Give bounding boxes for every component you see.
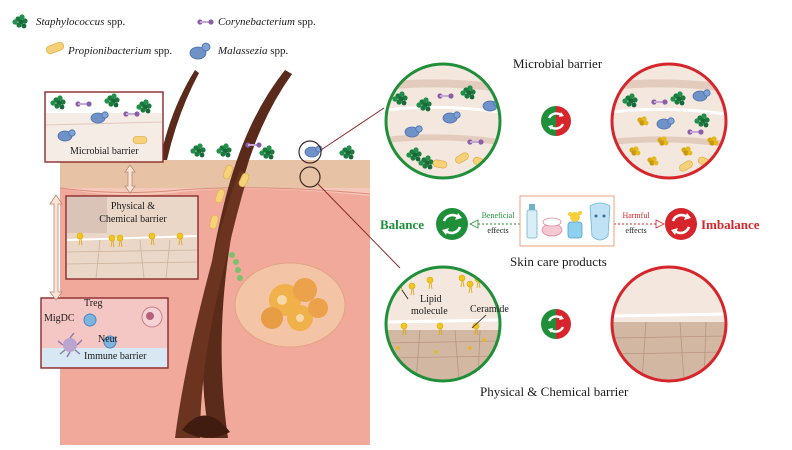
left-immune-box: [40, 297, 169, 369]
legend-corynebacterium-name: Corynebacterium: [218, 16, 295, 28]
legend-staphylococcus: Staphylococcus spp.: [36, 16, 125, 28]
lipid-label-1: Lipid: [420, 294, 442, 305]
staphylococcus-cluster-icon: [12, 14, 28, 29]
physical-imbalanced-circle: [612, 267, 726, 381]
immune-barrier-label: Immune barrier: [84, 351, 147, 362]
ceramide-label: Ceramide: [470, 304, 509, 315]
left-physical-label-2: Chemical barrier: [99, 214, 167, 225]
balance-cycle-icon: [436, 208, 468, 240]
legend-staphylococcus-name: Staphylococcus: [36, 16, 105, 28]
split-cycle-icon: [541, 106, 571, 136]
imbalance-label: Imbalance: [701, 217, 760, 232]
left-microbial-label: Microbial barrier: [70, 146, 139, 157]
cleanser-tube-icon: [526, 204, 538, 239]
legend-staphylococcus-suffix: spp.: [107, 16, 126, 28]
balance-label: Balance: [380, 217, 425, 232]
skin-care-products-box: [519, 195, 615, 247]
legend-propionibacterium-suffix: spp.: [154, 45, 173, 57]
lipid-label-2: molecule: [411, 306, 448, 317]
beneficial-label-1: Beneficial: [481, 211, 515, 220]
skin-care-products-label: Skin care products: [510, 254, 607, 269]
migdc-cell-icon: [57, 332, 83, 358]
legend-malassezia-name: Malassezia: [218, 45, 268, 57]
beneficial-label-2: effects: [487, 226, 509, 235]
lipid-pointer: [401, 289, 409, 300]
legend-propionibacterium-name: Propionibacterium: [68, 45, 152, 57]
left-physical-box: [65, 195, 199, 280]
cream-jar-icon: [541, 217, 563, 237]
harmful-label-2: effects: [625, 226, 647, 235]
legend-corynebacterium-suffix: spp.: [297, 16, 316, 28]
legend-malassezia: Malassezia spp.: [218, 45, 288, 57]
harmful-arrow: [614, 219, 665, 229]
left-microbial-box: [44, 91, 164, 163]
legend-propionibacterium: Propionibacterium spp.: [68, 45, 172, 57]
physical-chemical-title: Physical & Chemical barrier: [480, 384, 629, 399]
treg-label: Treg: [84, 298, 103, 309]
ceramide-pointer: [471, 314, 487, 329]
face-mask-icon: [589, 202, 611, 241]
legend-malassezia-suffix: spp.: [270, 45, 289, 57]
malassezia-yeast-icon: [189, 42, 211, 60]
propionibacterium-rod-icon: [45, 41, 65, 55]
corynebacterium-rod-icon: [197, 19, 214, 25]
beneficial-arrow: [469, 219, 520, 229]
migdc-label: MigDC: [44, 313, 75, 324]
serum-bottle-icon: [567, 211, 583, 239]
sebaceous-gland: [261, 278, 328, 331]
imbalance-cycle-icon: [665, 208, 697, 240]
legend-corynebacterium: Corynebacterium spp.: [218, 16, 316, 28]
left-physical-label-1: Physical &: [110, 201, 156, 212]
microbial-barrier-title: Microbial barrier: [513, 56, 603, 71]
split-cycle-icon: [541, 309, 571, 339]
harmful-label-1: Harmful: [622, 211, 650, 220]
neut-label: Neut: [98, 334, 118, 345]
left-double-arrows: [49, 164, 136, 301]
